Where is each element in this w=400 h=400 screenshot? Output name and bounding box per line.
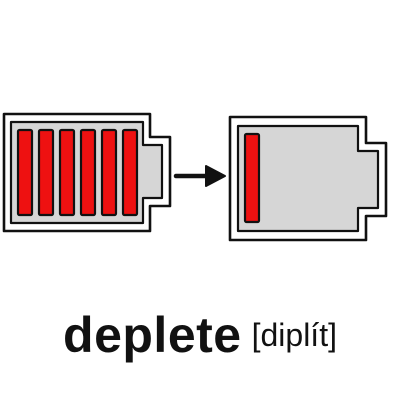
charge-bar-2 — [37, 128, 55, 217]
full-battery-icon — [2, 112, 172, 233]
depletion-illustration — [2, 112, 388, 242]
arrow-right-icon — [173, 165, 226, 187]
charge-bar-4 — [79, 128, 97, 217]
charge-bar-3 — [58, 128, 76, 217]
charge-bar-6 — [121, 128, 139, 217]
caption: deplete[diplít] — [0, 306, 400, 364]
low-battery-icon — [228, 115, 388, 242]
pronunciation: [diplít] — [251, 317, 337, 353]
charge-bar-5 — [100, 128, 118, 217]
low-battery-body — [236, 124, 380, 233]
charge-bar-1 — [16, 128, 34, 217]
charge-bar-1 — [243, 132, 261, 224]
low-battery-charge-bars — [243, 132, 261, 224]
full-battery-charge-bars — [16, 128, 139, 217]
vocabulary-word: deplete — [63, 307, 242, 363]
